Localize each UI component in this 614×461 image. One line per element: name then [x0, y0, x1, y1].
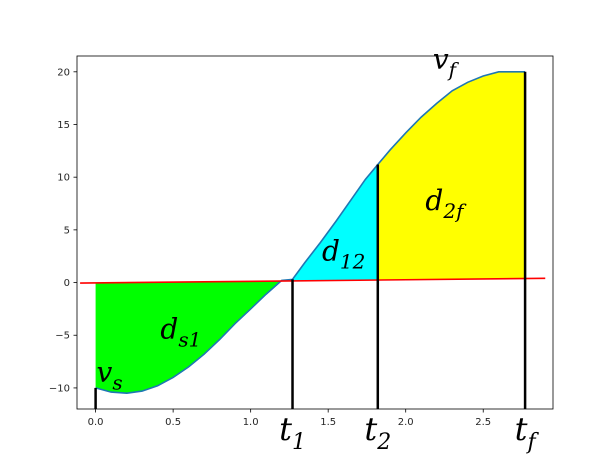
- axes-frame: [76, 55, 554, 410]
- x-tick-label: 1.5: [320, 417, 336, 428]
- y-tick-label: 10: [57, 173, 70, 184]
- y-tick-label: 0: [64, 278, 70, 289]
- y-tick-label: 5: [64, 225, 70, 236]
- region-d-2f: [377, 71, 526, 280]
- time-label-t-f: tf: [515, 410, 540, 455]
- y-tick-label: −10: [49, 383, 70, 394]
- time-label-t-2: t2: [364, 410, 391, 455]
- x-tick-label: 2.0: [398, 417, 414, 428]
- point-label-v-f: vf: [433, 43, 460, 82]
- y-tick-label: −5: [55, 331, 70, 342]
- region-label-d-12: d12: [322, 234, 365, 273]
- zero-reference-line: [80, 277, 546, 284]
- x-tick-label: 0.5: [165, 417, 181, 428]
- ticks-layer: 0.0 0.5 1.0 1.5 2.0 2.5 20 15 10 5 0 −5 −10: [49, 67, 491, 428]
- region-label-d-s1: ds1: [160, 312, 201, 351]
- point-label-v-s: vs: [97, 356, 123, 395]
- y-tick-label: 15: [57, 120, 70, 131]
- velocity-curve: [95, 71, 526, 395]
- region-label-d-2f: d2f: [425, 184, 467, 223]
- lines-layer: [80, 71, 546, 409]
- x-tick-label: 2.5: [475, 417, 491, 428]
- x-tick-label: 1.0: [243, 417, 259, 428]
- y-tick-label: 20: [57, 67, 70, 78]
- time-label-t-1: t1: [279, 410, 306, 455]
- region-d-s1: [95, 279, 293, 394]
- x-tick-label: 0.0: [88, 417, 104, 428]
